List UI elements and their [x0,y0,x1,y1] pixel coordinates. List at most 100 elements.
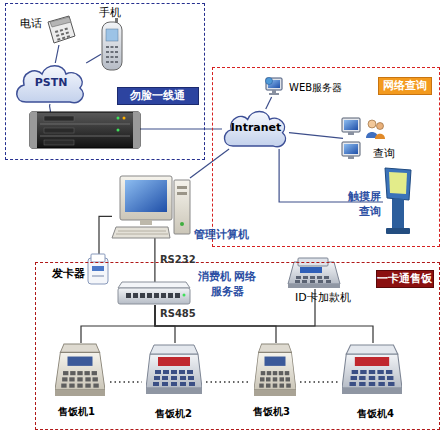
kiosk-node: 触摸屏 查询 [383,169,413,235]
computer-icon [112,227,170,238]
mobile-icon [106,46,118,63]
topup-machine-icon [295,280,300,283]
query-pc-icons [377,123,384,130]
group-title: 勿脸一线通 [117,87,199,105]
network-server-icon [140,293,145,298]
topup-machine-icon [296,276,301,279]
group-title: 网络查询 [378,77,432,95]
connector-line [266,97,272,109]
telephone-icon [61,33,64,36]
query-pc-icons [348,156,354,159]
network-server-icon [133,293,138,298]
node-label: 售饭机1 [58,405,95,418]
mobile-icon [106,51,109,53]
network-cloud: Intranet [223,109,289,149]
topup-machine-icon [288,262,340,284]
telephone-node: 电话 [46,15,78,45]
kiosk-icon [386,228,410,234]
mobile-icon [115,51,118,53]
ellipsis-dots [300,381,338,383]
mobile-icon [106,56,109,58]
computer-icon [118,231,166,232]
query-pc-icons [375,134,385,139]
wire-line [140,128,222,129]
network-server-icon [118,288,190,304]
network-cloud: PSTN [15,63,87,105]
group-band: 一卡通售饭发卡器消费机 网络服务器ID卡加款机售饭机1售饭机2售饭机3售饭机4 [35,262,440,430]
pos-node: 售饭机4 [343,343,403,395]
node-label: 管理计算机 [194,228,249,241]
telephone-icon [56,34,59,37]
kiosk-icon [389,172,407,194]
topup-machine-icon [310,276,315,279]
network-server-icon [126,293,180,298]
connector-line [99,216,112,255]
node-label: 电话 [20,17,42,30]
device-node: 发卡器 [89,255,109,285]
ellipsis-dots [206,381,250,383]
network-server-icon [126,293,131,298]
mobile-icon [115,46,118,48]
server-rack [123,117,126,120]
network-server-icon [118,282,190,288]
topup-machine-icon [288,284,340,288]
node-label: 售饭机4 [357,407,394,420]
computer-icon [125,180,167,212]
query-node: 查询 [343,119,391,163]
mobile-icon [102,18,122,70]
connector-line [155,305,276,343]
node-label: 触摸屏 查询 [337,189,381,219]
pos-machine-icon [55,344,105,396]
query-pc-icons [344,120,358,130]
pos-machine-icon [146,345,202,394]
mobile-icon [115,61,118,63]
computer-icon [140,220,152,225]
telephone-icon [48,16,75,43]
topup-machine-icon [300,267,322,273]
computer-icon [180,222,184,226]
server-rack [44,128,74,133]
mobile-icon [106,61,109,63]
network-server-icon [118,282,190,304]
query-pc-icons [344,144,358,154]
web-server-icon [272,90,276,93]
connector-line [155,305,373,343]
computer-icon [116,234,168,235]
telephone-icon [67,35,70,38]
node-label: Intranet [223,121,289,134]
server-rack [40,124,130,125]
topup-machine-icon [302,280,307,283]
kiosk-icon [392,199,404,228]
card-issuer-icon [92,275,104,277]
node-label: 发卡器 [52,267,85,280]
mobile-icon [111,51,114,53]
server-rack [30,112,140,148]
card-issuer-icon [92,266,104,271]
group-band: 网络查询WEB服务器Intranet查询触摸屏 查询 [212,67,440,247]
server-rack [117,117,120,120]
connector-line [81,305,155,343]
topup-machine-icon [317,276,322,279]
kiosk-icon [385,168,411,200]
telephone-icon [55,30,58,33]
network-server-icon [154,293,159,298]
network-server-icon [168,293,173,298]
network-server-icon [175,293,180,298]
telephone-icon [65,28,68,31]
computer-icon [174,180,190,234]
telephone-icon [50,17,71,27]
node-label: ID卡加款机 [295,291,351,304]
pos-node: 售饭机1 [56,343,106,397]
card-issuer-icon [88,254,108,284]
telephone-icon [66,31,69,34]
signal-label: RS485 [160,308,196,319]
telephone-icon [60,29,63,32]
server-rack [44,140,74,145]
topup-machine-icon [310,280,315,283]
node-label: 消费机 网络服务器 [195,269,259,299]
query-pc-icons [366,132,378,138]
web-server-icon [266,78,273,85]
server-rack [133,112,140,148]
